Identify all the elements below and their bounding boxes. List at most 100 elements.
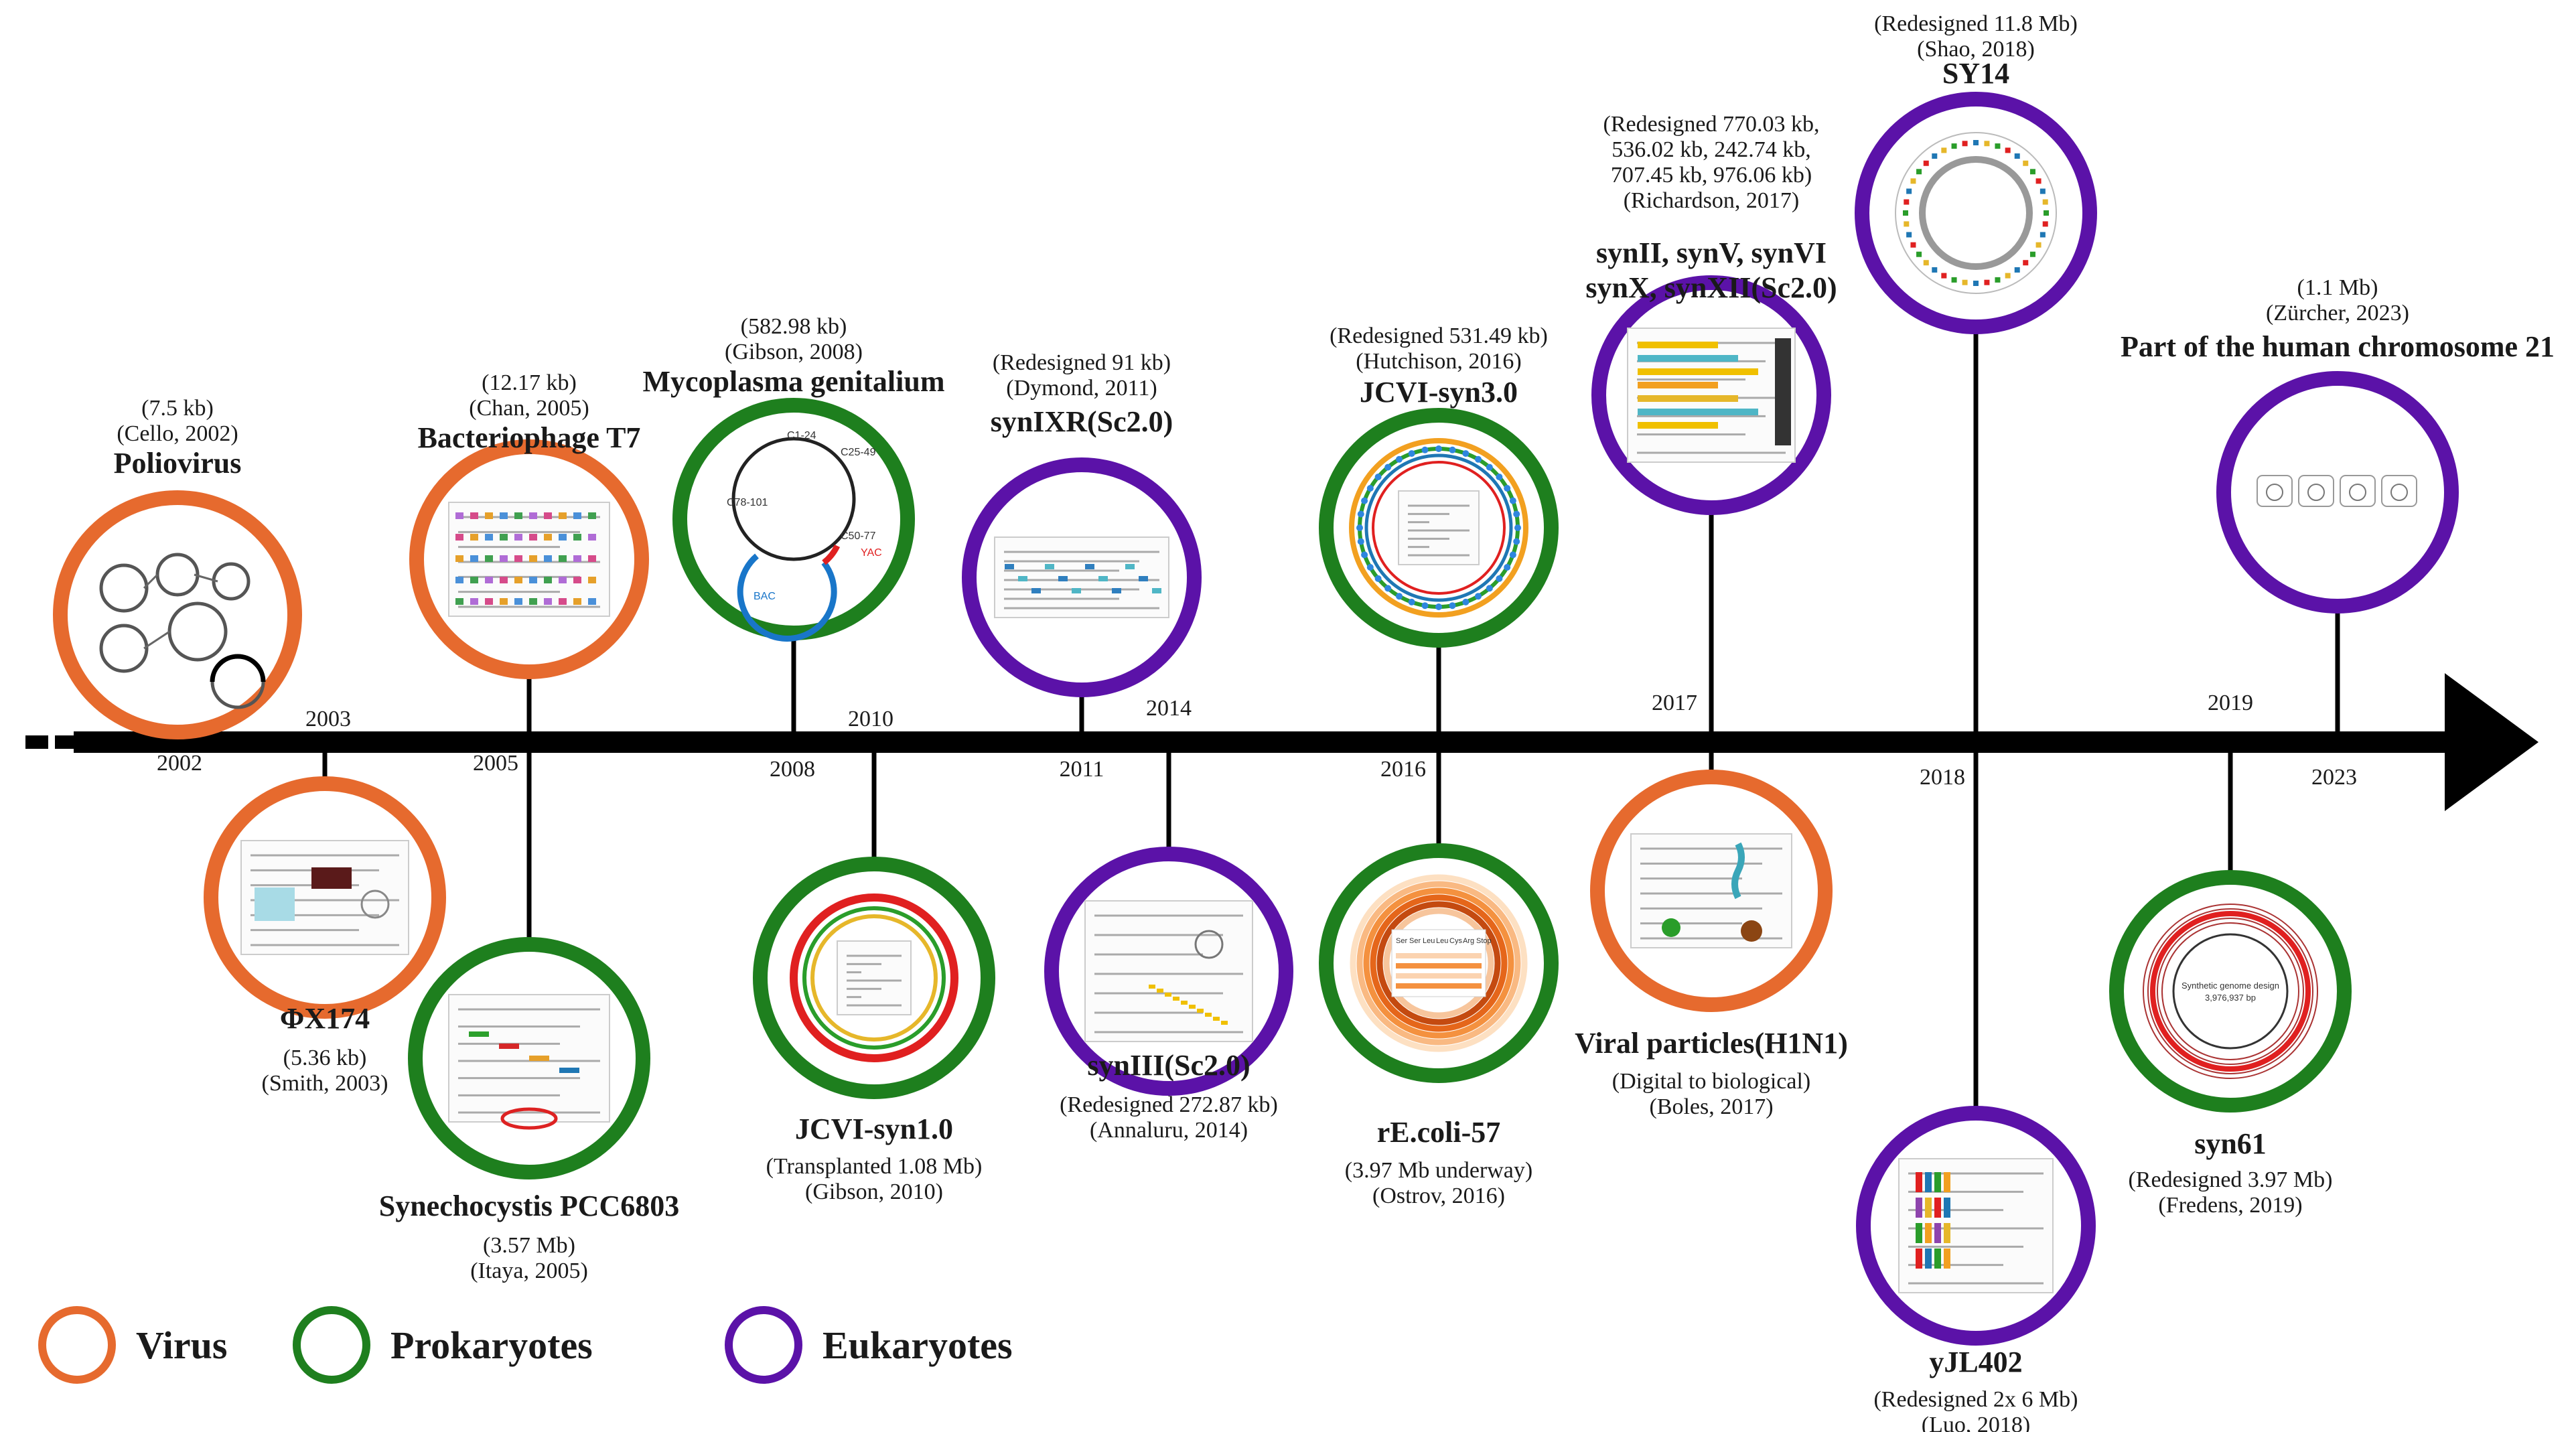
gene-block [573,598,581,605]
milestone-name: JCVI-syn3.0 [1360,376,1518,409]
genome-ring-2 [1364,453,1513,602]
detail-line: (Luo, 2018) [1922,1413,2030,1432]
karyotype-block [1925,1223,1932,1243]
legend-swatch-prokaryotes [293,1306,370,1384]
mycoplasma-label-2: C78-101 [727,497,768,508]
milestone-name: yJL402 [1929,1346,2022,1378]
year-label-2005: 2005 [473,751,518,776]
chromosome-marker [2005,147,2011,153]
year-label-2017: 2017 [1652,691,1697,715]
gene-block [470,512,478,519]
chromosome-marker [1906,188,1912,194]
gene-dot [1496,575,1503,582]
inset-figure-chr21 [2257,475,2417,507]
gene-dot [1361,551,1368,559]
detail-line: (Fredens, 2019) [2158,1193,2302,1218]
gene-dot [1361,497,1368,504]
gene-block [559,598,567,605]
gene-dot [1421,602,1429,610]
gene-dot [1504,485,1511,492]
year-label-2016: 2016 [1380,757,1426,782]
gene-dot [1384,585,1392,592]
feature-block [1139,576,1148,581]
detail-line: (Redesigned 11.8 Mb) [1874,11,2078,36]
detail-line: (Itaya, 2005) [470,1259,588,1283]
chromosome-marker [1923,160,1929,166]
gene-block [573,577,581,583]
timeline-axis [25,673,2538,811]
milestone-name: Poliovirus [114,447,242,480]
detail-line: (3.97 Mb underway) [1345,1158,1532,1183]
construct-block [469,1031,489,1037]
feature-block [1125,564,1135,569]
detail-line: (Redesigned 3.97 Mb) [2128,1167,2332,1192]
assembly-step [1189,1005,1196,1009]
plasmid-circle-0 [99,563,149,613]
gene-block [544,555,552,562]
gene-block [529,555,537,562]
chromosome-ring-outer [1895,132,2057,294]
gene-dot [1514,524,1521,531]
milestone-name: SY14 [1942,57,2009,90]
heat-ring-0 [1350,874,1528,1052]
chromosome-marker [1995,143,2001,149]
detail-line: (Zürcher, 2023) [2266,301,2409,326]
detail-line: (7.5 kb) [141,396,214,421]
mycoplasma-label-1: C25-49 [841,447,876,458]
milestone-label-bacteriophage-t7: (12.17 kb)(Chan, 2005)Bacteriophage T7 [418,370,641,454]
yeast-cell [1194,930,1224,959]
gene-dot [1421,446,1429,453]
heat-ring-5 [1383,908,1494,1019]
gene-block [529,598,537,605]
assembly-box-3 [2381,475,2417,507]
milestone-label-sy14: (Redesigned 11.8 Mb)(Shao, 2018)SY14 [1874,11,2078,90]
feature-block [1018,576,1027,581]
milestone-chr21 [2216,371,2459,614]
genome-ring-0 [1349,438,1528,618]
karyotype-block [1934,1248,1941,1269]
bac-arc [737,553,837,642]
heat-ring-2 [1363,887,1514,1039]
gene-dot [1462,450,1470,457]
milestone-name: synX, synXII(Sc2.0) [1585,271,1837,304]
chromosome-marker [2005,273,2011,279]
milestone-label-synechocystis: Synechocystis PCC6803(3.57 Mb)(Itaya, 20… [379,1190,680,1283]
plasmid-arc [210,654,266,683]
karyotype-block [1916,1172,1922,1192]
genome-ring-3 [1372,461,1506,595]
gel-lane [1775,338,1791,445]
chromosome-bar-6 [1638,422,1718,429]
gene-dot [1496,474,1503,481]
karyotype-block [1925,1172,1932,1192]
construct-block [499,1044,519,1049]
milestone-name: Mycoplasma genitalium [643,365,945,398]
genome-circle [731,437,856,561]
gene-block [455,577,463,583]
chromosome-marker [1932,153,1938,159]
inset-figure-yjl402 [1898,1158,2054,1293]
label-layer: (7.5 kb)(Cello, 2002)PoliovirusΦX174(5.3… [114,11,2555,1432]
gene-dot [1513,510,1520,518]
detail-line: (Gibson, 2008) [725,340,863,364]
assembly-plasmid [2390,484,2408,501]
chromosome-marker [1973,140,1979,145]
karyotype-block [1916,1198,1922,1218]
assembly-box-0 [2257,475,2293,507]
milestone-sy14 [1855,92,2097,334]
milestone-label-phix174: ΦX174(5.36 kb)(Smith, 2003) [262,1002,388,1096]
feature-block [1058,576,1068,581]
milestone-label-yjl402: yJL402(Redesigned 2x 6 Mb)(Luo, 2018) [1873,1346,2078,1432]
chromosome-bar-5 [1638,409,1758,415]
gene-dot [1374,575,1382,582]
gene-block [588,512,596,519]
codon-row [1396,963,1482,969]
gene-block [559,555,567,562]
detail-line: (Digital to biological) [1612,1069,1811,1094]
